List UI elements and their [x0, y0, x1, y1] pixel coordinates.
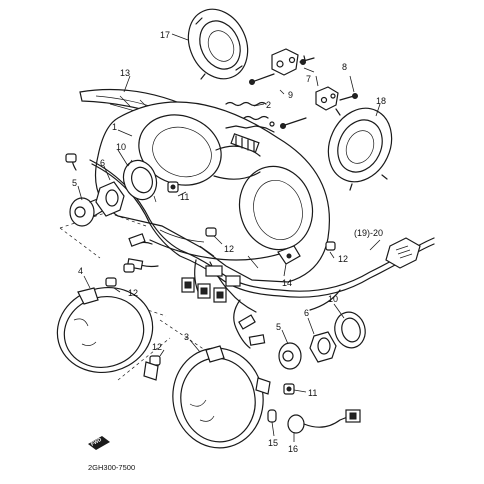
bulb-cover-10-upper — [122, 159, 158, 203]
bulb-5-upper — [69, 197, 105, 227]
adjuster-bracket-7-upper — [271, 48, 299, 76]
bullet-connectors — [126, 233, 266, 346]
headlight-unit-4 — [56, 286, 159, 381]
forward-direction-marker: FWD — [88, 436, 110, 450]
harness-coupler-19 — [385, 237, 421, 269]
callout-12-lower: 12 — [152, 342, 162, 352]
callout-19-20: (19)-20 — [354, 228, 383, 238]
callout-11-lower: 11 — [308, 388, 317, 398]
callout-6-upper: 6 — [100, 158, 105, 168]
rim-ring-18 — [327, 107, 393, 191]
adjuster-bracket-7-lower — [315, 86, 339, 111]
callout-leader-lines — [77, 33, 381, 442]
headlight-unit-3 — [172, 345, 271, 449]
grommets-12 — [105, 227, 336, 366]
adjusting-screw-9 — [249, 73, 307, 129]
callout-10-upper: 10 — [116, 142, 126, 152]
callout-7: 7 — [306, 74, 311, 84]
headlight-housing-1 — [94, 101, 330, 283]
callout-15: 15 — [268, 438, 278, 448]
grommet-11-lower — [283, 383, 295, 395]
spring-2 — [225, 101, 275, 127]
callout-4: 4 — [78, 266, 83, 276]
bulb-15 — [267, 409, 277, 423]
adjuster-screws-8 — [299, 55, 358, 101]
connector-blocks — [181, 265, 241, 303]
callout-10-lower: 10 — [328, 294, 338, 304]
callout-8: 8 — [342, 62, 347, 72]
rim-ring-17 — [187, 8, 249, 80]
bulb-cover-10-lower — [334, 311, 366, 349]
callout-17: 17 — [160, 30, 170, 40]
callout-16: 16 — [288, 444, 298, 454]
callout-3: 3 — [184, 332, 189, 342]
grommet-11-upper — [167, 181, 179, 193]
callout-1: 1 — [112, 122, 117, 132]
bulb-5-lower — [278, 342, 302, 370]
socket-16 — [287, 409, 361, 434]
callout-13: 13 — [120, 68, 130, 78]
callout-5-upper: 5 — [72, 178, 77, 188]
callout-11-upper: 11 — [180, 192, 189, 202]
callout-labels: 17 13 1 2 7 9 8 18 10 6 5 11 12 12 14 12… — [72, 30, 386, 454]
socket-6-lower — [309, 331, 337, 363]
callout-5-lower: 5 — [276, 322, 281, 332]
callout-18: 18 — [376, 96, 386, 106]
callout-12-center: 12 — [224, 244, 234, 254]
socket-6-upper — [65, 153, 125, 217]
callout-6-lower: 6 — [304, 308, 309, 318]
forward-marker-label: FWD — [90, 437, 103, 448]
drawing-code: 2GH300-7500 — [88, 463, 135, 472]
callout-9: 9 — [288, 90, 293, 100]
callout-12-right: 12 — [338, 254, 348, 264]
callout-12-left: 12 — [128, 288, 138, 298]
callout-2: 2 — [266, 100, 271, 110]
housing-tab-14 — [277, 245, 301, 265]
callout-14: 14 — [282, 278, 292, 288]
